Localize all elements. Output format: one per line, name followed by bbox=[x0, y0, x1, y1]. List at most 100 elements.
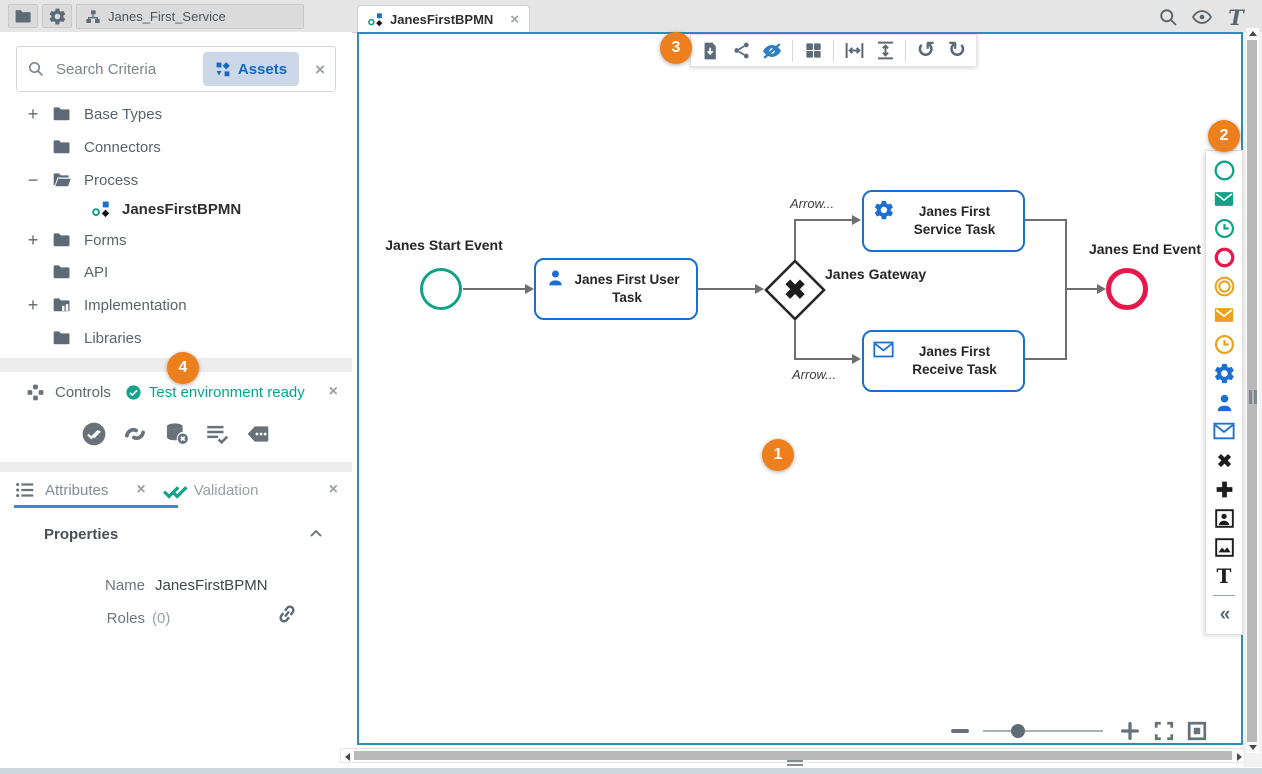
collapse-icon[interactable]: − bbox=[27, 170, 39, 190]
undo-icon[interactable]: ↺ bbox=[916, 38, 936, 63]
horizontal-scroll-thumb[interactable] bbox=[354, 751, 1232, 760]
sequence-flow[interactable] bbox=[1065, 289, 1067, 360]
zoom-in-icon[interactable] bbox=[1119, 720, 1141, 742]
service-task-node[interactable]: Janes First Service Task bbox=[862, 190, 1025, 252]
tree-item-process[interactable]: − Process bbox=[0, 165, 352, 195]
receive-task-tool-icon[interactable] bbox=[1212, 419, 1236, 443]
audit-log-button[interactable] bbox=[204, 420, 231, 447]
tree-item-implementation[interactable]: + Implementation bbox=[0, 290, 352, 320]
search-input[interactable] bbox=[54, 59, 203, 79]
vertical-scrollbar[interactable] bbox=[1246, 28, 1259, 753]
share-icon[interactable] bbox=[730, 40, 752, 62]
fit-width-icon[interactable] bbox=[843, 40, 865, 62]
expand-icon[interactable]: + bbox=[27, 230, 39, 250]
approve-button[interactable] bbox=[81, 420, 108, 447]
message-start-tool-icon[interactable] bbox=[1212, 187, 1236, 211]
service-tab[interactable]: Janes_First_Service bbox=[76, 4, 304, 29]
eye-icon[interactable] bbox=[1190, 6, 1214, 28]
tree-item-api[interactable]: API bbox=[0, 257, 352, 287]
tab-validation[interactable]: Validation bbox=[193, 481, 259, 499]
fullscreen-icon[interactable] bbox=[1153, 720, 1175, 742]
sequence-flow[interactable] bbox=[463, 288, 526, 290]
redo-icon[interactable]: ↻ bbox=[947, 38, 967, 63]
sequence-flow[interactable] bbox=[794, 358, 853, 360]
fit-to-screen-icon[interactable] bbox=[1186, 720, 1208, 742]
intermediate-event-tool-icon[interactable] bbox=[1212, 274, 1236, 298]
settings-button[interactable] bbox=[42, 4, 72, 28]
hide-preview-icon[interactable] bbox=[761, 40, 783, 62]
close-tab-icon[interactable]: × bbox=[510, 11, 519, 28]
sequence-flow[interactable] bbox=[1065, 219, 1067, 289]
grid-icon[interactable] bbox=[802, 40, 824, 62]
tree-item-janesfirstbpmn[interactable]: JanesFirstBPMN bbox=[0, 194, 352, 224]
tree-item-label: Forms bbox=[84, 231, 127, 249]
right-splitter-handle[interactable] bbox=[1249, 390, 1258, 404]
horizontal-scrollbar[interactable] bbox=[340, 748, 1245, 763]
fit-height-icon[interactable] bbox=[874, 40, 896, 62]
link-roles-icon[interactable] bbox=[275, 602, 300, 627]
timer-intermediate-tool-icon[interactable] bbox=[1212, 332, 1236, 356]
start-event-tool-icon[interactable] bbox=[1212, 158, 1236, 182]
gear-icon bbox=[873, 199, 895, 221]
annotation-badge-1: 1 bbox=[762, 439, 794, 471]
start-event-node[interactable] bbox=[420, 268, 462, 310]
tree-item-libraries[interactable]: Libraries bbox=[0, 323, 352, 353]
tab-attributes[interactable]: Attributes bbox=[45, 481, 109, 499]
message-intermediate-tool-icon[interactable] bbox=[1212, 303, 1236, 327]
expand-icon[interactable]: + bbox=[27, 295, 39, 315]
tree-item-base-types[interactable]: + Base Types bbox=[0, 99, 352, 129]
service-task-tool-icon[interactable] bbox=[1212, 361, 1236, 385]
clear-search-icon[interactable]: × bbox=[315, 59, 325, 79]
collapse-palette-icon[interactable]: « bbox=[1219, 604, 1231, 625]
user-task-node[interactable]: Janes First User Task bbox=[534, 258, 698, 320]
user-image-tool-icon[interactable] bbox=[1212, 506, 1236, 530]
tree-item-forms[interactable]: + Forms bbox=[0, 225, 352, 255]
scroll-left-arrow[interactable] bbox=[345, 753, 350, 761]
user-task-tool-icon[interactable] bbox=[1212, 390, 1236, 414]
text-tool-icon[interactable]: T bbox=[1216, 564, 1232, 588]
purge-data-button[interactable] bbox=[163, 420, 190, 447]
export-download-icon[interactable] bbox=[699, 40, 721, 62]
start-event-label: Janes Start Event bbox=[385, 237, 503, 253]
end-event-tool-icon[interactable] bbox=[1212, 245, 1236, 269]
sequence-flow[interactable] bbox=[1025, 358, 1067, 360]
sequence-flow[interactable] bbox=[1065, 288, 1098, 290]
tree-item-connectors[interactable]: Connectors bbox=[0, 132, 352, 162]
sequence-flow[interactable] bbox=[794, 320, 796, 360]
end-event-node[interactable] bbox=[1106, 268, 1148, 310]
document-tab[interactable]: JanesFirstBPMN × bbox=[357, 5, 530, 33]
zoom-slider-thumb[interactable] bbox=[1011, 724, 1025, 738]
assets-filter-chip[interactable]: Assets bbox=[202, 52, 300, 86]
diagram-canvas[interactable]: ↺ ↻ Janes Start Event Janes First User T… bbox=[357, 32, 1243, 745]
chevron-up-icon[interactable] bbox=[306, 524, 326, 544]
edge-label-top[interactable]: Arrow... bbox=[790, 196, 835, 211]
vertical-scroll-thumb[interactable] bbox=[1247, 40, 1257, 742]
gateway-node[interactable]: ✖ bbox=[763, 258, 827, 322]
exclusive-gateway-tool-icon[interactable] bbox=[1212, 448, 1236, 472]
parallel-gateway-tool-icon[interactable] bbox=[1212, 477, 1236, 501]
folder-button[interactable] bbox=[8, 4, 38, 28]
scroll-right-arrow[interactable] bbox=[1237, 753, 1242, 761]
search-icon[interactable] bbox=[1156, 6, 1180, 28]
timer-start-tool-icon[interactable] bbox=[1212, 216, 1236, 240]
sequence-flow[interactable] bbox=[794, 219, 853, 221]
image-tool-icon[interactable] bbox=[1212, 535, 1236, 559]
zoom-out-icon[interactable] bbox=[951, 729, 969, 733]
expand-icon[interactable]: + bbox=[27, 104, 39, 124]
annotations-button[interactable] bbox=[245, 420, 272, 447]
sequence-flow[interactable] bbox=[698, 288, 756, 290]
rerun-button[interactable] bbox=[122, 420, 149, 447]
sequence-flow[interactable] bbox=[794, 220, 796, 260]
scroll-up-arrow[interactable] bbox=[1249, 31, 1257, 36]
end-event-label: Janes End Event bbox=[1088, 241, 1202, 257]
text-style-icon[interactable]: T bbox=[1228, 4, 1244, 30]
scroll-down-arrow[interactable] bbox=[1249, 745, 1257, 750]
close-attributes-icon[interactable]: × bbox=[136, 481, 146, 498]
bottom-drag-handle[interactable] bbox=[787, 760, 803, 766]
close-validation-icon[interactable]: × bbox=[328, 481, 338, 498]
receive-task-node[interactable]: Janes First Receive Task bbox=[862, 330, 1025, 392]
zoom-slider[interactable] bbox=[983, 717, 1103, 745]
close-panel-icon[interactable]: × bbox=[328, 383, 338, 400]
edge-label-bottom[interactable]: Arrow... bbox=[792, 367, 837, 382]
sequence-flow[interactable] bbox=[1025, 219, 1067, 221]
